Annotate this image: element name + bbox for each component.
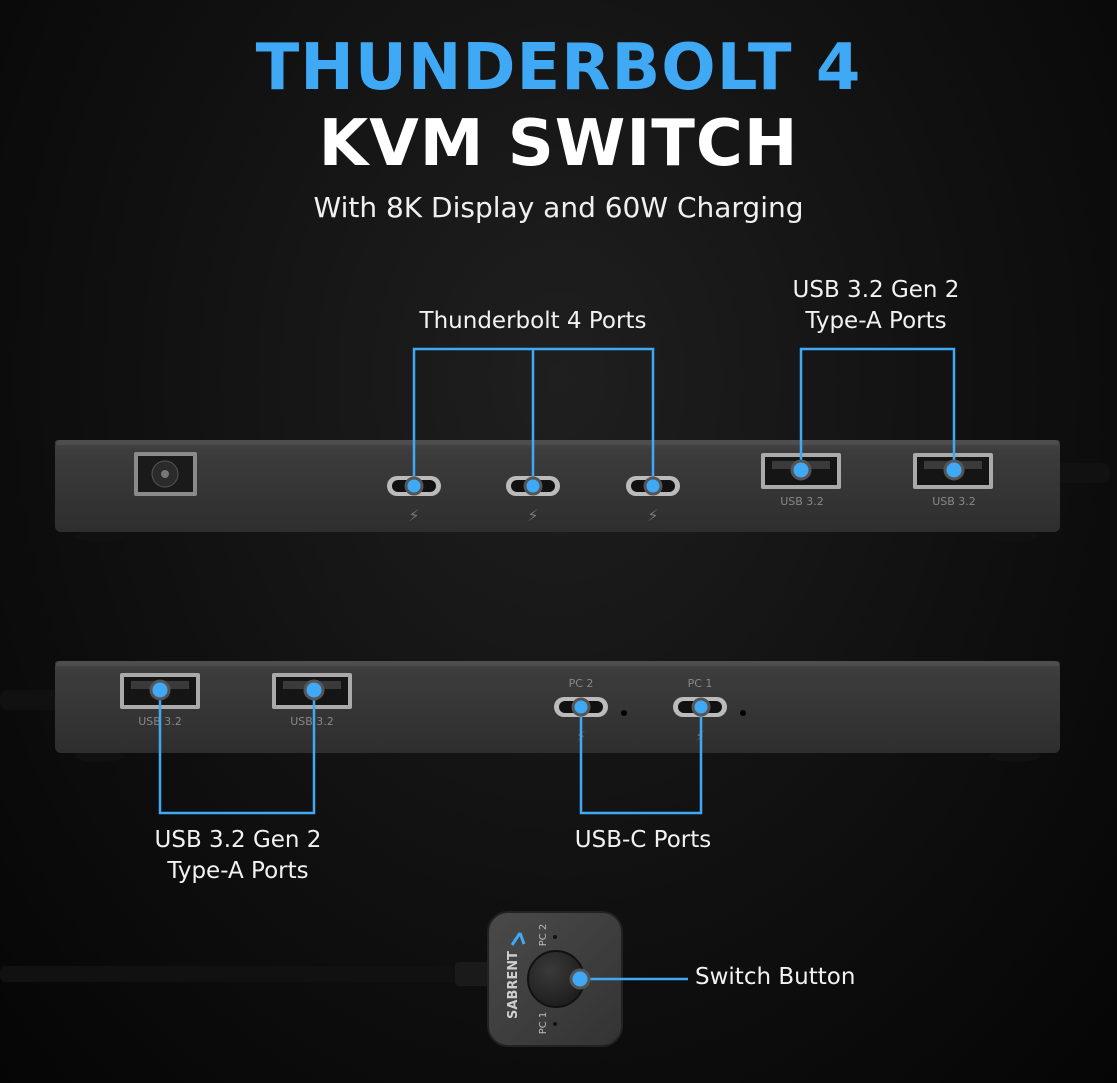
dc-power-jack [134, 452, 197, 496]
thunderbolt-ports-label: Thunderbolt 4 Ports [419, 308, 647, 334]
title-line-2: KVM SWITCH [318, 107, 799, 181]
usb-a-top-label-line1: USB 3.2 Gen 2 [792, 277, 960, 303]
switch-button-label: Switch Button [695, 964, 856, 990]
brand-logo: SABRENT [506, 951, 521, 1019]
usb-a-bottom-label-line2: Type-A Ports [167, 858, 309, 884]
usb-port-label: USB 3.2 [290, 715, 334, 728]
usb-port-label: USB 3.2 [780, 495, 824, 508]
foot-left [75, 530, 125, 542]
switch-pc2-label: PC 2 [538, 924, 549, 947]
pc1-port-label: PC 1 [688, 677, 713, 690]
hub-back-panel: ⚡ ⚡ ⚡ USB 3.2 USB 3.2 [55, 440, 1110, 542]
thunderbolt-icon: ⚡ [527, 506, 538, 525]
callout-dots-bottom [149, 679, 711, 717]
callout-lines-bottom [158, 690, 703, 815]
switch-pc1-label: PC 1 [538, 1012, 549, 1035]
subtitle: With 8K Display and 60W Charging [313, 191, 804, 224]
title-line-1: THUNDERBOLT 4 [255, 31, 862, 105]
cable-left [0, 690, 60, 710]
callout-lines-top [412, 347, 956, 486]
thunderbolt-icon: ⚡ [408, 506, 419, 525]
thunderbolt-icon: ⚡ [647, 506, 658, 525]
usb-a-top-label-line2: Type-A Ports [805, 308, 947, 334]
callout-dots-top [404, 459, 965, 496]
remote-switch: SABRENT PC 2 PC 1 [0, 911, 623, 1047]
usb-a-bottom-label-line1: USB 3.2 Gen 2 [154, 827, 322, 853]
usb-port-label: USB 3.2 [932, 495, 976, 508]
callout-switch [569, 968, 688, 990]
brand-mark [510, 932, 526, 946]
usb-c-ports-label: USB-C Ports [574, 827, 712, 853]
foot-right [990, 530, 1040, 542]
switch-cable [0, 966, 495, 982]
pc2-port-label: PC 2 [569, 677, 594, 690]
